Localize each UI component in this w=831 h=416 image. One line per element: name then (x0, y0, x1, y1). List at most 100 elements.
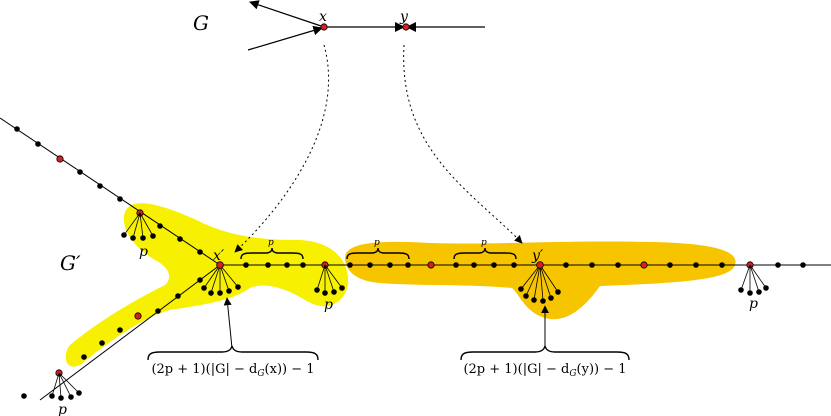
pendant-vertex (121, 232, 127, 238)
vertex-red (427, 261, 435, 269)
graph-g-label: G (193, 11, 209, 35)
vertex (99, 340, 105, 346)
edge-x-incoming (247, 25, 323, 51)
pendant-vertex (756, 289, 762, 295)
vertex-y-prime (536, 261, 544, 269)
vertex (405, 262, 411, 268)
pendant-middle: p (314, 264, 345, 313)
vertex-red (134, 312, 142, 320)
vertex (155, 308, 161, 314)
pendant-p-label: p (139, 244, 148, 260)
annotation-x-prime: (2p + 1)(|G| − dG(x)) − 1 (147, 297, 319, 379)
formula-x: (2p + 1)(|G| − dG(x)) − 1 (151, 362, 314, 379)
orange-region-y-gadget (345, 241, 736, 320)
vertex (175, 293, 181, 299)
vertex (471, 262, 477, 268)
pendant-vertex (555, 289, 561, 295)
pendant-vertex (68, 394, 74, 400)
pendant-vertex (201, 285, 207, 291)
graph-g-prime-label: G′ (60, 251, 81, 275)
pendant-vertex (58, 395, 64, 401)
map-x-to-x-prime (234, 44, 329, 253)
path-horizontal-vertices (243, 261, 806, 269)
vertex (800, 262, 806, 268)
pendant-p-label: p (324, 297, 333, 313)
path-lower-left (39, 264, 221, 401)
pendant-vertex (339, 285, 345, 291)
pendant-vertex (150, 233, 156, 239)
pendant-vertex (322, 290, 328, 296)
pendant-p-label: p (749, 296, 758, 312)
pendant-vertex (518, 286, 524, 292)
vertex-red (56, 155, 64, 163)
pendant-vertex (140, 235, 146, 241)
yellow-region-x-gadget (65, 203, 349, 367)
vertex (21, 393, 27, 399)
pendant-vertex (217, 290, 223, 296)
vertex (197, 249, 203, 255)
pendant-vertex (738, 287, 744, 293)
pendant-lower-left: p (49, 372, 82, 416)
vertex (719, 262, 725, 268)
pendant-vertex (331, 289, 337, 295)
vertex (243, 262, 249, 268)
vertex (347, 262, 353, 268)
vertex-y-prime-group: y′ (518, 248, 561, 304)
edge-arrow-into-y-left (395, 22, 405, 32)
formula-y: (2p + 1)(|G| − dG(y)) − 1 (463, 362, 626, 379)
vertex (14, 126, 20, 132)
pendant-p-label: p (58, 402, 67, 416)
vertex (117, 327, 123, 333)
graph-g-prime: G′ p (0, 117, 831, 416)
pendant-vertex (208, 290, 214, 296)
brace-p-label: p (374, 238, 380, 248)
pendant-upper-left: p (121, 212, 156, 260)
vertex (563, 262, 569, 268)
pendant-vertex (49, 393, 55, 399)
vertex-y (402, 23, 410, 31)
brace-p-label: p (268, 238, 274, 248)
edge-arrow-into-y-right (406, 22, 416, 32)
pendant-vertex (523, 293, 529, 299)
vertex (300, 262, 306, 268)
vertex (511, 262, 517, 268)
pendant-vertex (531, 297, 537, 303)
pendant-vertex (226, 288, 232, 294)
vertex (35, 141, 41, 147)
vertex (197, 277, 203, 283)
brace-p-left-orange: p (346, 238, 410, 260)
edge-x-outgoing (249, 0, 325, 28)
pendant-vertex (540, 298, 546, 304)
vertex (667, 262, 673, 268)
vertex (177, 236, 183, 242)
vertex-y-prime-label: y′ (531, 248, 544, 264)
vertex-y-label: y (399, 9, 409, 25)
pendant-vertex (76, 390, 82, 396)
vertex-x-prime-label: x′ (213, 248, 225, 264)
vertex (615, 262, 621, 268)
vertex (97, 183, 103, 189)
vertex (117, 196, 123, 202)
vertex (693, 262, 699, 268)
vertex (284, 262, 290, 268)
pendant-vertex (763, 285, 769, 291)
vertex-x (320, 23, 328, 31)
brace-p-label: p (481, 238, 487, 248)
path-upper-left (0, 117, 221, 266)
pendant-vertex (314, 287, 320, 293)
pendant-vertex (548, 295, 554, 301)
brace-p-before-y-prime: p (453, 238, 517, 260)
vertex (453, 262, 459, 268)
vertex (265, 262, 271, 268)
vertex (491, 262, 497, 268)
vertex-x-prime (216, 261, 224, 269)
vertex (77, 169, 83, 175)
vertex-red (640, 261, 648, 269)
vertex (589, 262, 595, 268)
vertex (775, 262, 781, 268)
vertex (157, 223, 163, 229)
pendant-vertex (130, 235, 136, 241)
pendant-vertex (747, 290, 753, 296)
brace-p-after-x-prime: p (240, 238, 304, 260)
